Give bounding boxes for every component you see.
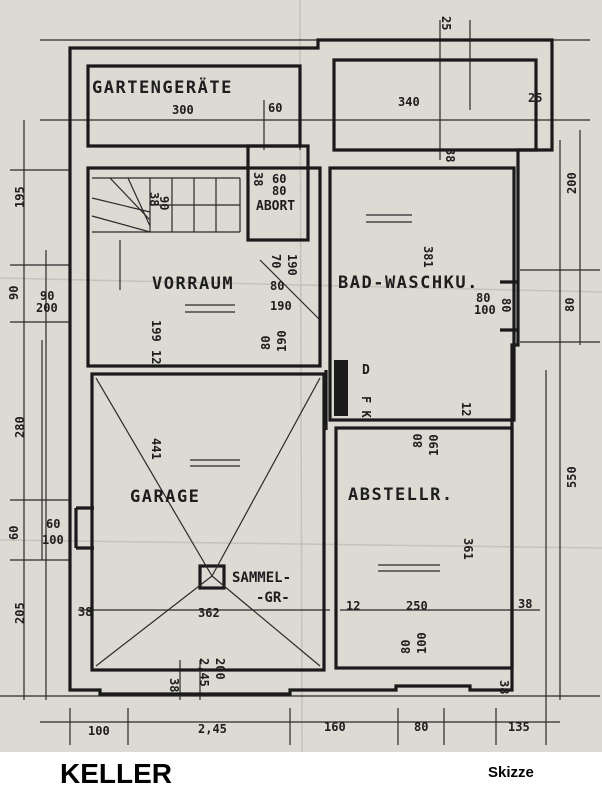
dimension-lines: [0, 20, 600, 745]
dim-top-25: 25: [439, 16, 453, 30]
dim-bottom-135: 135: [508, 720, 530, 734]
dim-door-200: 200: [36, 301, 58, 315]
window-marks: [185, 214, 440, 572]
dim-abstell-250: 250: [406, 599, 428, 613]
dim-abstell-12: 12: [346, 599, 360, 613]
dim-abort-80: 80: [272, 184, 286, 198]
dim-garage-200: 200: [213, 658, 227, 680]
dim-vorraum-190: 190: [270, 299, 292, 313]
plan-sheet: GARTENGERÄTE ABORT VORRAUM BAD-WASCHKU. …: [0, 0, 602, 752]
dim-vorraum-80: 80: [270, 279, 284, 293]
room-label-abort: ABORT: [256, 199, 295, 214]
dim-vorraum-80b: 80: [259, 336, 273, 350]
dim-abort-60: 60: [272, 172, 286, 186]
plan-title: KELLER: [60, 758, 172, 789]
dim-abstell-80b: 80: [399, 640, 413, 654]
room-label-gartengeraete: GARTENGERÄTE: [92, 76, 233, 98]
dim-garage-245: 2,45: [197, 658, 211, 687]
dim-door-90: 90: [40, 289, 54, 303]
dim-abstell-12: 12: [459, 402, 473, 416]
dim-bottom-245: 2,45: [198, 722, 227, 736]
dim-abort-38: 38: [251, 172, 265, 186]
dim-right-550: 550: [565, 466, 579, 488]
dim-stair-38: 38: [147, 192, 161, 206]
dim-left-60: 60: [7, 526, 21, 540]
dim-bad-381: 381: [421, 246, 435, 268]
dim-garage-38: 38: [78, 605, 92, 619]
room-label-sammelgrube: SAMMEL-: [232, 570, 291, 586]
dim-left-90: 90: [7, 286, 21, 300]
dim-garage-60: 60: [46, 517, 60, 531]
room-label-vorraum: VORRAUM: [152, 274, 234, 294]
dim-abstell-38b: 38: [497, 680, 511, 694]
dim-abstell-190: 190: [427, 434, 441, 456]
dim-abstell-100: 100: [415, 632, 429, 654]
staircase: [91, 177, 241, 233]
dim-top-25b: 25: [528, 91, 542, 105]
label-fk: F K: [359, 396, 373, 418]
floor-plan: GARTENGERÄTE ABORT VORRAUM BAD-WASCHKU. …: [0, 0, 602, 752]
dim-bad-80v: 80: [499, 298, 513, 312]
room-label-bad-waschkueche: BAD-WASCHKU.: [338, 273, 479, 293]
label-d: D: [362, 363, 370, 378]
garage-slope-lines: [95, 377, 321, 667]
dim-abstell-38: 38: [518, 597, 532, 611]
dim-bad-80: 80: [476, 291, 490, 305]
dim-vorraum-70: 70: [269, 254, 283, 268]
inner-walls: [74, 144, 518, 672]
dim-vorraum-199: 199: [149, 320, 163, 342]
dim-left-280: 280: [13, 416, 27, 438]
dim-top-60: 60: [268, 101, 282, 115]
dim-garage-100: 100: [42, 533, 64, 547]
dim-top-340: 340: [398, 95, 420, 109]
dim-bad-38: 38: [443, 148, 457, 162]
dim-top-300: 300: [172, 103, 194, 117]
plan-subtitle: Skizze: [488, 764, 534, 781]
room-label-sammelgrube-2: -GR-: [256, 590, 290, 606]
dim-right-200: 200: [565, 172, 579, 194]
dim-garage-441: 441: [149, 438, 163, 460]
dim-garage-362: 362: [198, 606, 220, 620]
dim-left-195: 195: [13, 186, 27, 208]
dim-bad-100: 100: [474, 303, 496, 317]
dim-stair-90: 90: [157, 196, 171, 210]
footer-bar: [0, 752, 602, 800]
dim-garage-38b: 38: [167, 678, 181, 692]
dim-abstell-80: 80: [411, 434, 425, 448]
dim-vorraum-12: 12: [149, 350, 163, 364]
room-label-abstellraum: ABSTELLR.: [348, 485, 454, 505]
dim-right-80: 80: [563, 298, 577, 312]
room-label-garage: GARAGE: [130, 487, 200, 507]
dim-vorraum-190a: 190: [285, 254, 299, 276]
dim-bottom-100: 100: [88, 724, 110, 738]
dim-bottom-160: 160: [324, 720, 346, 734]
dim-vorraum-190c: 190: [275, 330, 289, 352]
dim-bottom-80: 80: [414, 720, 428, 734]
dim-left-205: 205: [13, 602, 27, 624]
dim-abstell-361: 361: [461, 538, 475, 560]
